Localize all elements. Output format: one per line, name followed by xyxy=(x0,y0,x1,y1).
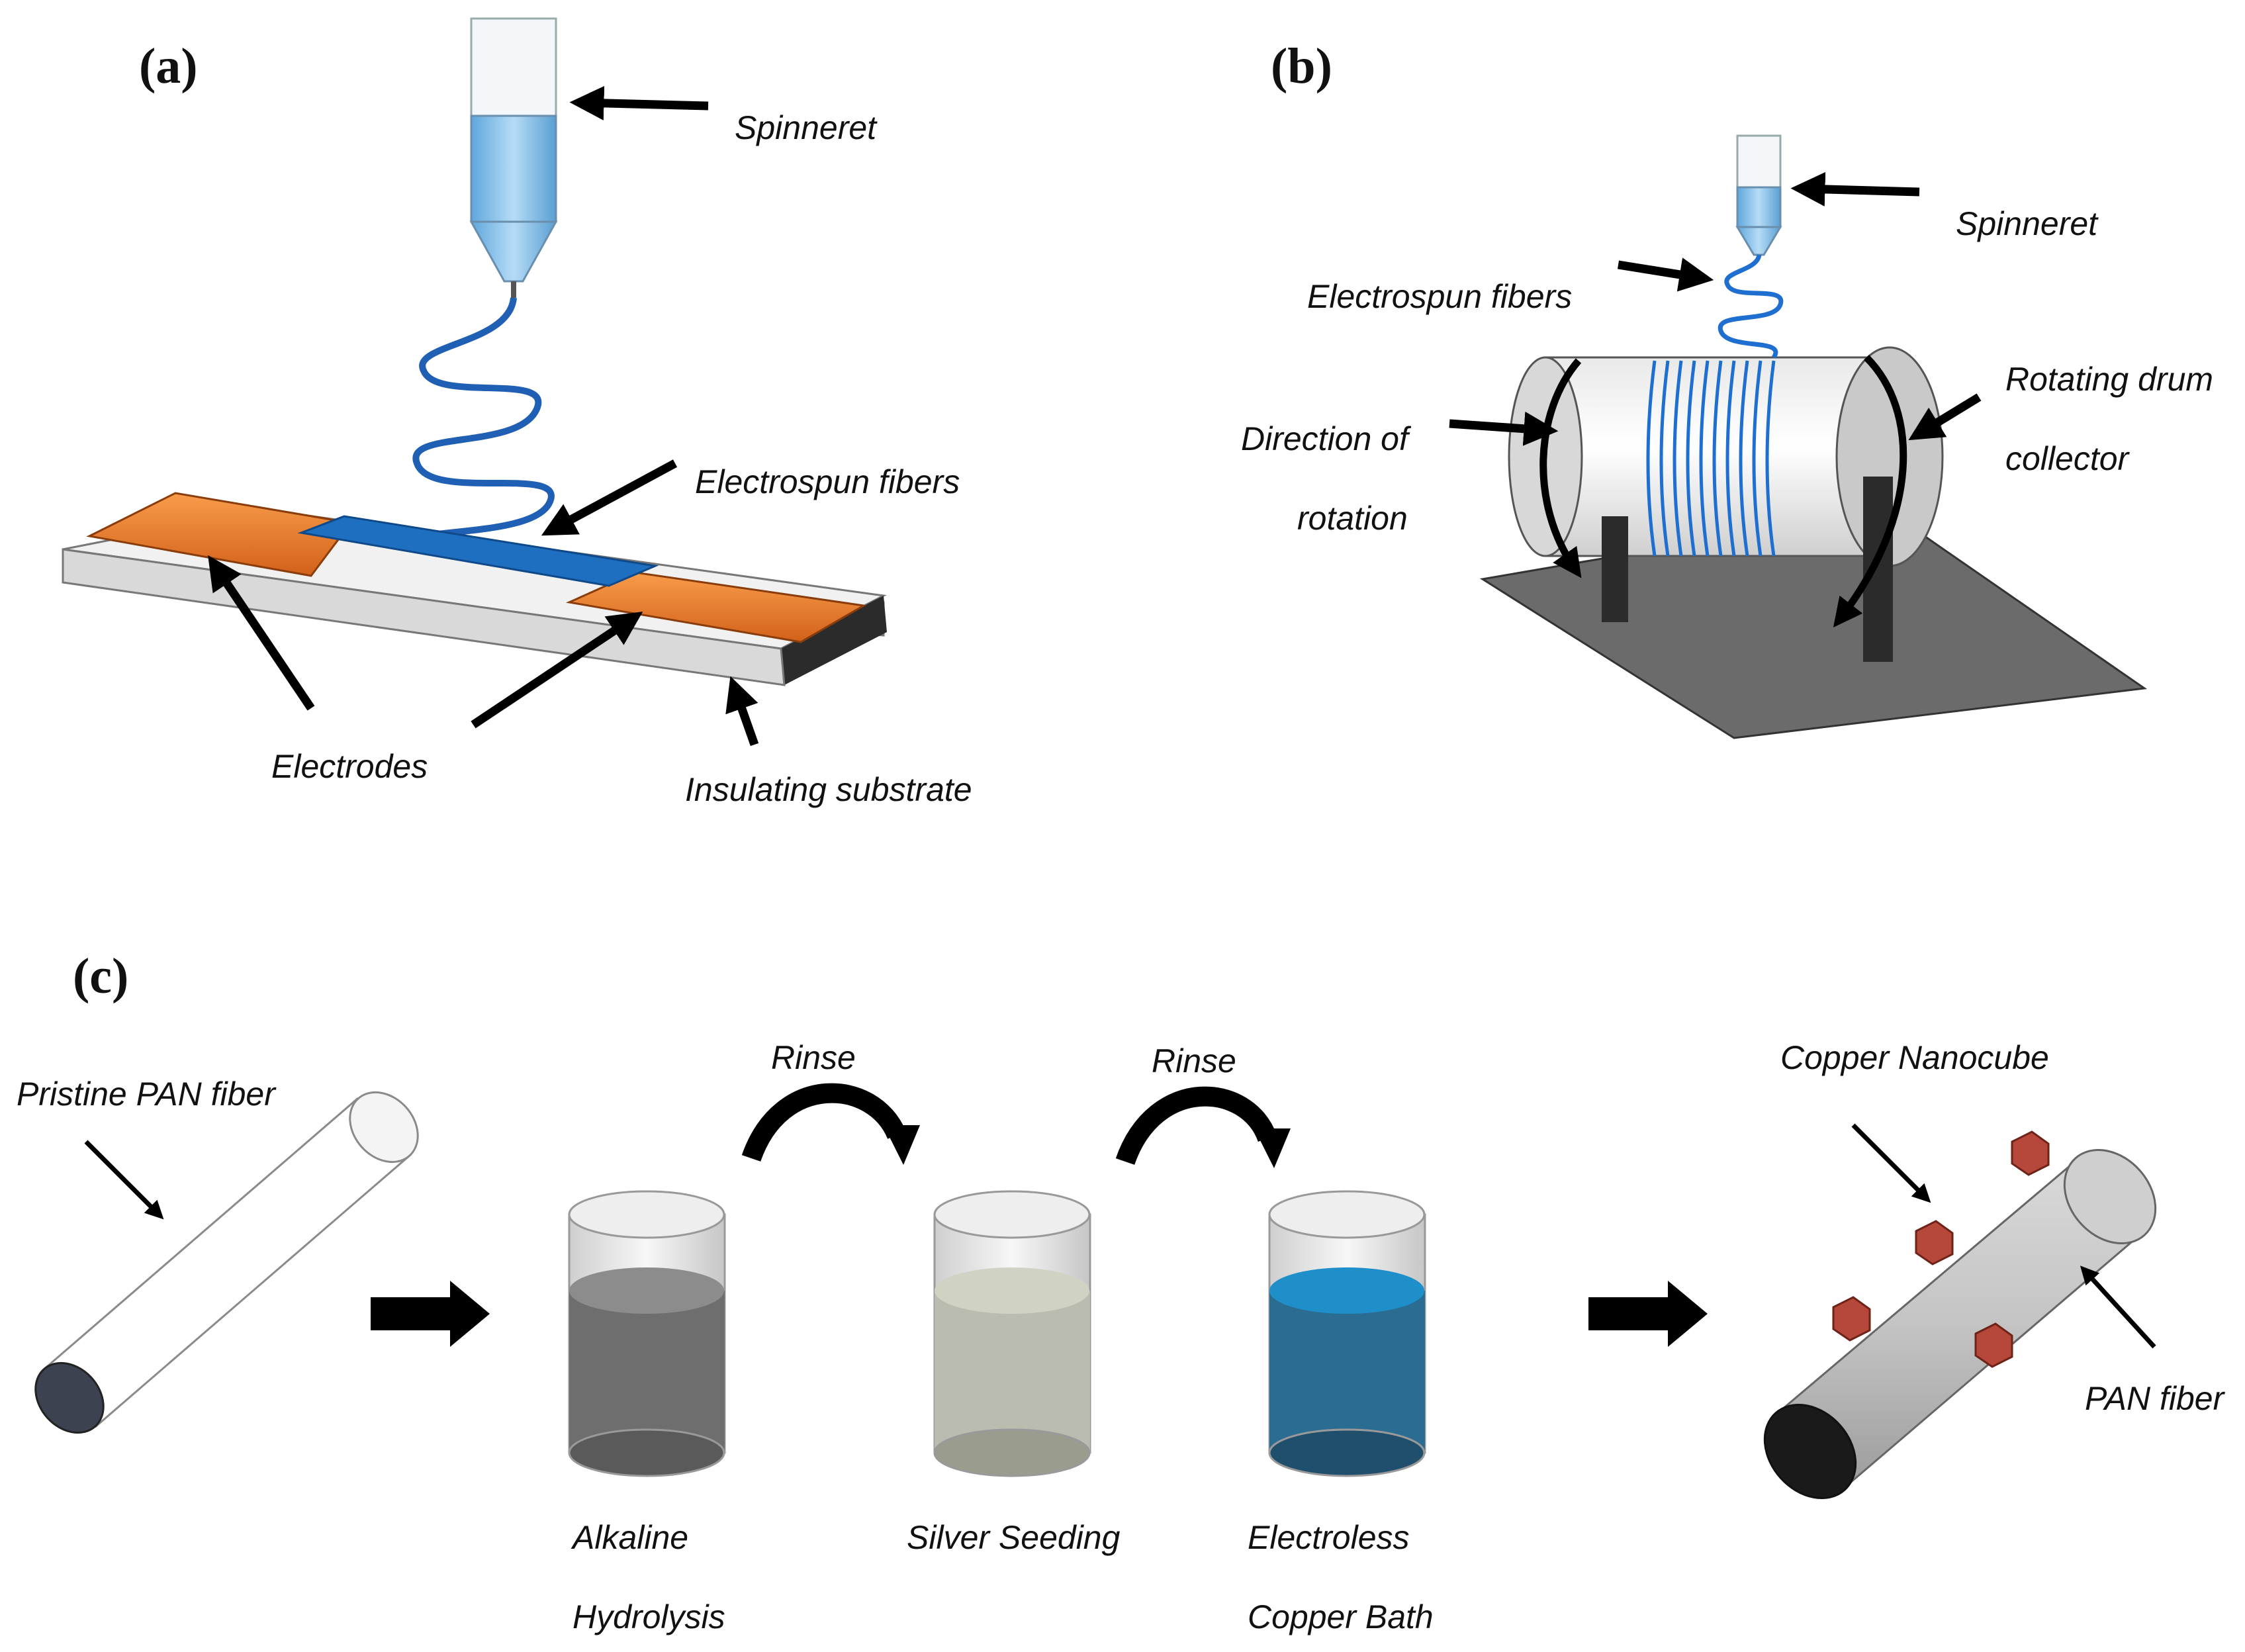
pristine-pan-fiber xyxy=(34,1091,419,1434)
label-a-substrate: Insulating substrate xyxy=(685,771,972,808)
label-c-rinse-1: Rinse xyxy=(771,1039,856,1076)
label-c-alkaline-2: Hydrolysis xyxy=(573,1598,725,1635)
rinse-arrowhead-1 xyxy=(884,1125,920,1165)
panel-a-letter: (a) xyxy=(139,38,198,94)
arrow-a-electrode-left xyxy=(208,555,315,711)
label-c-alkaline-1: Alkaline xyxy=(571,1519,688,1556)
beaker-alkaline-hydrolysis xyxy=(568,1190,726,1477)
label-c-copper-bath-2: Copper Bath xyxy=(1248,1598,1434,1635)
label-c-copper-bath-1: Electroless xyxy=(1248,1519,1410,1556)
panel-b-fiber-coil xyxy=(1718,253,1784,359)
arrow-b-drum xyxy=(1908,393,1982,441)
arrow-c-nanocube xyxy=(1851,1123,1931,1203)
label-b-drum-2: collector xyxy=(2005,440,2130,477)
label-b-direction-2: rotation xyxy=(1297,500,1408,537)
copper-nanocube xyxy=(1832,1296,1871,1342)
rinse-arrow-2 xyxy=(1115,1086,1277,1166)
liquid-copper xyxy=(1269,1291,1425,1453)
label-b-fibers: Electrospun fibers xyxy=(1307,278,1572,315)
label-b-direction-1: Direction of xyxy=(1241,420,1412,457)
arrow-b-spinneret xyxy=(1790,171,1920,206)
arrow-c-step1 xyxy=(371,1281,490,1347)
label-c-pan: PAN fiber xyxy=(2085,1380,2226,1417)
panel-b-supports xyxy=(1602,477,1893,662)
label-c-rinse-2: Rinse xyxy=(1152,1042,1236,1079)
copper-nanocube xyxy=(2011,1130,2050,1176)
arrow-b-fibers xyxy=(1617,257,1714,292)
label-a-fibers: Electrospun fibers xyxy=(695,463,960,500)
copper-nanocube xyxy=(1974,1322,2013,1368)
beaker-copper-bath xyxy=(1268,1190,1426,1477)
arrow-c-step2 xyxy=(1588,1281,1708,1347)
rinse-arrow-1 xyxy=(741,1083,906,1162)
panel-b-spinneret xyxy=(1735,134,1782,256)
beaker-silver-seeding xyxy=(933,1190,1091,1477)
panel-a-spinneret xyxy=(469,17,558,298)
label-c-pristine: Pristine PAN fiber xyxy=(17,1076,277,1113)
arrow-a-substrate xyxy=(725,676,759,747)
label-b-spinneret: Spinneret xyxy=(1956,205,2099,242)
label-a-electrodes: Electrodes xyxy=(271,748,428,785)
panel-b-letter: (b) xyxy=(1271,38,1332,94)
copper-nanocubes xyxy=(1832,1130,2050,1368)
panel-c-letter: (c) xyxy=(73,948,128,1004)
panel-a-fiber-mat xyxy=(297,515,659,587)
copper-nanocube xyxy=(1915,1220,1954,1265)
label-a-spinneret: Spinneret xyxy=(735,109,878,146)
arrow-c-pristine xyxy=(84,1140,164,1220)
panel-b-fiber-windings xyxy=(1646,360,1776,557)
liquid-alkaline xyxy=(569,1291,725,1453)
arrow-a-fibers xyxy=(541,459,678,536)
label-c-silver: Silver Seeding xyxy=(907,1519,1121,1556)
arrow-a-spinneret xyxy=(569,85,709,120)
arrow-b-direction xyxy=(1449,411,1559,446)
arrow-b-rotation-left xyxy=(1539,358,1582,578)
liquid-silver xyxy=(935,1291,1090,1453)
arrow-a-electrode-right xyxy=(471,612,643,729)
arrow-c-pan xyxy=(2080,1265,2156,1349)
label-c-nanocube: Copper Nanocube xyxy=(1780,1039,2049,1076)
arrow-b-rotation-right xyxy=(1833,355,1907,628)
label-b-drum-1: Rotating drum xyxy=(2005,361,2213,398)
coated-pan-fiber xyxy=(1763,1148,2157,1500)
rinse-arrowhead-2 xyxy=(1254,1128,1291,1168)
